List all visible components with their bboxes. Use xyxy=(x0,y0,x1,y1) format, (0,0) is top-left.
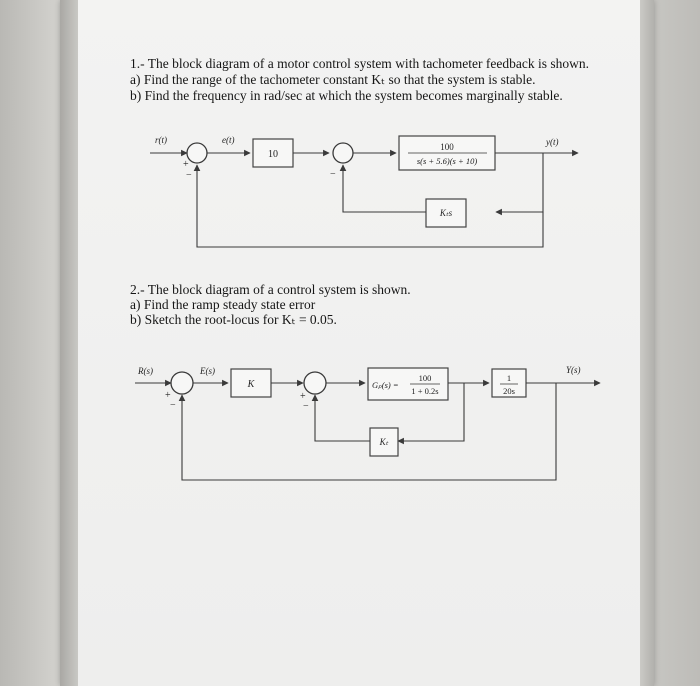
paper-sheet xyxy=(60,0,654,686)
d1-summing-junction-2 xyxy=(332,142,354,164)
problem1-part-a: a) Find the range of the tachometer cons… xyxy=(130,72,536,87)
d1-gain-value: 10 xyxy=(268,149,278,160)
d2-plus-sign: + xyxy=(165,390,171,401)
d2-tach-pickoff-wire xyxy=(397,383,465,445)
d1-inner-feedback-wire xyxy=(339,164,426,213)
d1-tach-pickoff-wire xyxy=(495,153,544,216)
d2-input-label: R(s) xyxy=(137,366,153,376)
d1-plant-denominator: s(s + 5.6)(s + 10) xyxy=(417,156,478,166)
d1-plus-sign: + xyxy=(183,159,189,170)
problem1-statement: 1.- The block diagram of a motor control… xyxy=(130,56,589,71)
d1-feedback-label: Kₜs xyxy=(439,208,453,218)
d2-plant-numerator: 100 xyxy=(419,373,432,383)
problem2-part-b: b) Sketch the root-locus for Kₜ = 0.05. xyxy=(130,312,337,327)
d2-outer-feedback-wire xyxy=(178,383,557,481)
d1-error-label: e(t) xyxy=(222,135,235,145)
paper-shadow-right xyxy=(640,0,654,686)
d2-gain-label: K xyxy=(247,379,256,390)
diagram-1: + − − r(t) e(t) 10 100 s(s + 5.6)(s + 10… xyxy=(150,135,579,248)
problem2-statement: 2.- The block diagram of a control syste… xyxy=(130,282,411,297)
d1-minus-sign-2: − xyxy=(330,169,336,180)
d2-integrator-numerator: 1 xyxy=(507,373,511,383)
d2-error-label: E(s) xyxy=(199,366,215,376)
paper-shadow-left xyxy=(60,0,78,686)
d1-output-label: y(t) xyxy=(545,137,559,147)
d2-summing-junction-1 xyxy=(170,371,194,395)
d2-minus-sign-2: − xyxy=(303,401,309,412)
d2-plus-sign-2: + xyxy=(300,391,306,402)
diagram-2: + − + − R(s) E(s) K Gₚ(s) = 100 1 + 0.2s… xyxy=(135,365,601,481)
d2-feedback-label: Kₜ xyxy=(379,437,389,447)
d1-input-label: r(t) xyxy=(155,135,167,145)
d2-integrator-denominator: 20s xyxy=(503,386,515,396)
d2-output-label: Y(s) xyxy=(566,365,581,375)
d2-minus-sign-1: − xyxy=(170,400,176,411)
problem1-part-b: b) Find the frequency in rad/sec at whic… xyxy=(130,88,563,103)
d1-summing-junction-1 xyxy=(186,142,208,164)
d2-inner-feedback-wire xyxy=(311,394,370,442)
d1-plant-numerator: 100 xyxy=(440,142,454,152)
d1-minus-sign-1: − xyxy=(186,170,192,181)
d2-summing-junction-2 xyxy=(303,371,327,395)
problem2-part-a: a) Find the ramp steady state error xyxy=(130,297,316,312)
d2-plant-prefix: Gₚ(s) = xyxy=(372,380,399,390)
d2-plant-denominator: 1 + 0.2s xyxy=(411,386,438,396)
d1-feedback-block xyxy=(425,198,467,228)
d1-outer-feedback-wire xyxy=(193,164,544,248)
d2-gain-block xyxy=(230,368,272,398)
d2-feedback-block xyxy=(369,427,399,457)
